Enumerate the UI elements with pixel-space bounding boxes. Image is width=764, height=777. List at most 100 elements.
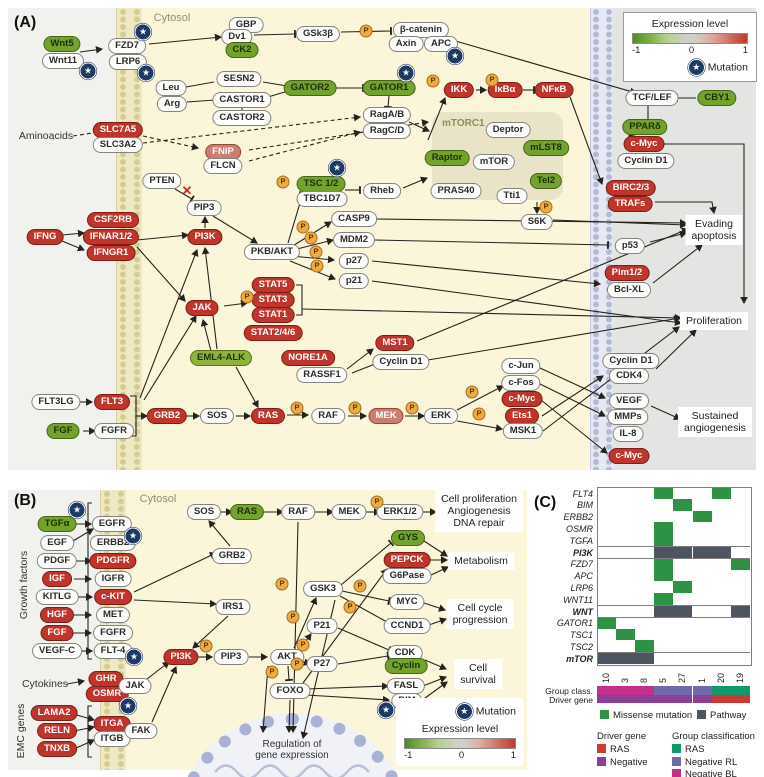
heatmap-row-label: FZD7 bbox=[570, 559, 594, 570]
heatmap-cell bbox=[635, 640, 655, 653]
heatmap-cell bbox=[711, 546, 731, 558]
group-item-label: RAS bbox=[685, 744, 705, 755]
node-c-myc: c-Myc bbox=[501, 391, 543, 407]
node-ras: RAS bbox=[250, 408, 286, 424]
node-raga-b: RagA/B bbox=[362, 107, 412, 123]
node-mmps: MMPs bbox=[607, 409, 649, 425]
node-fgf: FGF bbox=[46, 423, 80, 439]
group-classification-item: RAS bbox=[672, 744, 705, 755]
node-mdm2: MDM2 bbox=[333, 232, 375, 248]
node-mek: MEK bbox=[368, 408, 404, 424]
phospho-badge: P bbox=[359, 24, 373, 38]
node-p21: P21 bbox=[306, 618, 338, 634]
annotation-row-label: Group class. bbox=[545, 686, 593, 696]
node-pepck: PEPCK bbox=[383, 552, 431, 568]
heatmap-col-label: 5 bbox=[658, 677, 669, 683]
heatmap-row-label: FLT4 bbox=[572, 488, 593, 499]
heatmap-cell bbox=[673, 581, 693, 594]
node-foxo: FOXO bbox=[269, 683, 311, 699]
node-reln: RELN bbox=[37, 723, 77, 739]
expression-max-b: 1 bbox=[510, 750, 516, 761]
node-pim1-2: Pim1/2 bbox=[604, 265, 650, 281]
annotation-cell bbox=[654, 694, 674, 703]
node-pi3k: PI3K bbox=[187, 229, 223, 245]
node-cyclin-d1: Cyclin D1 bbox=[602, 353, 660, 369]
heatmap-row-label: GATOR1 bbox=[556, 618, 593, 629]
heatmap-cell bbox=[654, 605, 674, 617]
heatmap-border bbox=[597, 487, 752, 666]
annotation-cell bbox=[730, 686, 750, 695]
node-pip3: PIP3 bbox=[186, 200, 222, 216]
regulation-label: Regulation of gene expression bbox=[255, 739, 329, 761]
emc-genes-label: EMC genes bbox=[15, 703, 27, 759]
heatmap-row-label: WNT bbox=[572, 606, 594, 617]
phospho-badge: P bbox=[348, 401, 362, 415]
heatmap-cell bbox=[616, 628, 636, 641]
node-p27: p27 bbox=[338, 253, 370, 269]
expression-max-a: 1 bbox=[742, 45, 748, 56]
annotation-row-label: Driver gene bbox=[549, 694, 593, 705]
mutation-star-icon: ★ bbox=[79, 62, 97, 80]
node-gsk3: GSK3 bbox=[303, 581, 343, 597]
phospho-badge: P bbox=[310, 259, 324, 273]
expression-gradient-b bbox=[404, 738, 516, 749]
driver-gene-item: RAS bbox=[597, 744, 630, 755]
node-igf: IGF bbox=[42, 571, 72, 587]
node-p53: p53 bbox=[614, 238, 646, 254]
phospho-badge: P bbox=[485, 73, 499, 87]
node-irs1: IRS1 bbox=[215, 599, 251, 615]
node-ets1: Ets1 bbox=[504, 408, 540, 424]
panel-c-label: (C) bbox=[534, 494, 557, 511]
node-leu: Leu bbox=[155, 80, 187, 96]
node-tti1: Tti1 bbox=[496, 188, 528, 204]
node-gator2: GATOR2 bbox=[283, 80, 337, 96]
phospho-badge: P bbox=[343, 600, 357, 614]
node-tgf: TGFα bbox=[37, 516, 77, 532]
outcome-sustained: Sustained angiogenesis bbox=[678, 407, 752, 437]
node-igfr: IGFR bbox=[94, 571, 132, 587]
node-ras: RAS bbox=[229, 504, 265, 520]
heatmap-cell bbox=[673, 498, 693, 511]
phospho-badge: P bbox=[426, 74, 440, 88]
node-axin: Axin bbox=[388, 36, 424, 52]
driver-item-label: RAS bbox=[610, 744, 630, 755]
annotation-cell bbox=[730, 694, 750, 703]
node-birc2-3: BIRC2/3 bbox=[605, 180, 657, 196]
mutation-label-b: Mutation bbox=[475, 705, 516, 718]
driver-swatch bbox=[597, 744, 606, 753]
aminoacids-label: Aminoacids bbox=[18, 130, 74, 142]
annotation-cell bbox=[654, 686, 674, 695]
group-item-label: Negative BL bbox=[685, 769, 737, 777]
node-fgf: FGF bbox=[40, 625, 74, 641]
node-ifng: IFNG bbox=[26, 229, 64, 245]
outcome-cell-proliferation: Cell proliferation Angiogenesis DNA repa… bbox=[435, 490, 523, 532]
node-ragc-d: RagC/D bbox=[362, 123, 412, 139]
mutation-star-icon: ★ bbox=[124, 527, 142, 545]
node-flt3lg: FLT3LG bbox=[31, 394, 81, 410]
phospho-badge: P bbox=[286, 610, 300, 624]
cytosol-label-b: Cytosol bbox=[139, 493, 177, 505]
node-vegf-c: VEGF-C bbox=[32, 643, 82, 659]
heatmap-col-label: 3 bbox=[620, 677, 631, 683]
group-classification-title: Group classification bbox=[672, 731, 755, 742]
pathway-label: Pathway bbox=[710, 710, 747, 721]
annotation-cell bbox=[597, 686, 617, 695]
annotation-cell bbox=[597, 694, 617, 703]
annotation-cell bbox=[635, 686, 655, 695]
heatmap-separator bbox=[597, 652, 750, 654]
heatmap-cell bbox=[692, 546, 712, 558]
node-ccnd1: CCND1 bbox=[383, 618, 431, 634]
phospho-badge: P bbox=[240, 290, 254, 304]
heatmap-row-label: TSC1 bbox=[569, 630, 593, 641]
heatmap-cell bbox=[730, 605, 750, 617]
heatmap-cell bbox=[654, 593, 674, 605]
node-itgb: ITGB bbox=[93, 731, 131, 747]
heatmap-cell bbox=[730, 557, 750, 570]
node-fgfr: FGFR bbox=[93, 625, 133, 641]
heatmap-cell bbox=[597, 652, 617, 664]
phospho-badge: P bbox=[296, 638, 310, 652]
node-p27: P27 bbox=[306, 656, 338, 672]
mutation-star-icon-b: ★ bbox=[455, 703, 473, 720]
panel-a-label: (A) bbox=[14, 14, 37, 31]
node-pdgf: PDGF bbox=[36, 553, 78, 569]
